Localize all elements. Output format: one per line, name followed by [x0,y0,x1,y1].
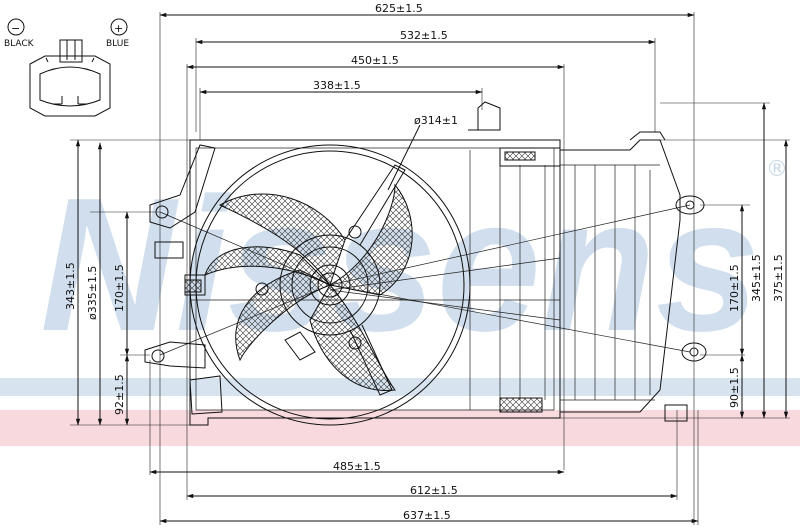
dim-335: ø335±1.5 [86,266,99,320]
dim-92: 92±1.5 [113,374,126,415]
watermark-pink-stripe [0,410,800,446]
bottom-dimensions: 485±1.5 612±1.5 637±1.5 [149,460,699,524]
dim-450: 450±1.5 [351,54,399,67]
left-dimensions: 343±1.5 ø335±1.5 170±1.5 92±1.5 [64,139,130,426]
dim-485: 485±1.5 [333,460,381,473]
dim-170-right: 170±1.5 [728,264,741,312]
dim-345: 345±1.5 [750,254,763,302]
dim-637: 637±1.5 [403,509,451,522]
top-dimensions: 625±1.5 532±1.5 450±1.5 338±1.5 [159,2,695,95]
dim-338: 338±1.5 [313,79,361,92]
dim-375: 375±1.5 [772,254,785,302]
dim-343: 343±1.5 [64,262,77,310]
blue-label: BLUE [106,39,129,49]
right-dimensions: 170±1.5 345±1.5 375±1.5 90±1.5 [728,102,789,419]
fan: ø314±1 [189,114,471,426]
watermark-blue-stripe [0,378,800,396]
black-label: BLACK [4,39,35,49]
dim-612: 612±1.5 [410,484,458,497]
dim-532: 532±1.5 [400,29,448,42]
dim-625: 625±1.5 [375,2,423,15]
blue-symbol: + [114,22,123,35]
black-symbol: − [11,22,20,35]
dim-170-left: 170±1.5 [113,264,126,312]
registered-mark: ® [766,157,788,182]
connector-diagram: − + BLACK BLUE [4,18,129,117]
dim-fan-diameter: ø314±1 [414,114,458,127]
dim-90: 90±1.5 [728,367,741,408]
